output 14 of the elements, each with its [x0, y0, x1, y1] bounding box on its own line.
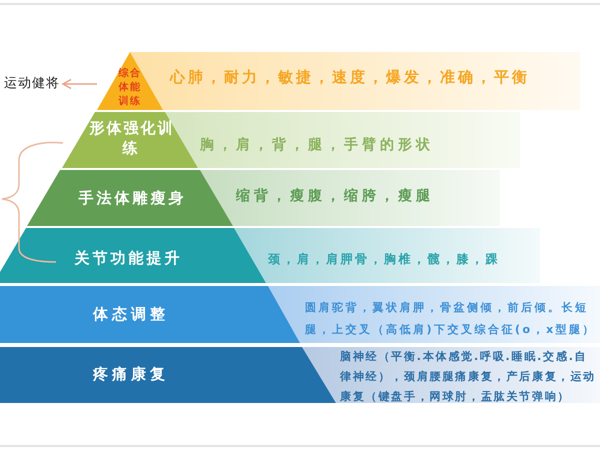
tier-description: 心肺，耐力，敏捷，速度，爆发，准确，平衡 [170, 68, 530, 87]
tier-description: 颈，肩，肩胛骨，胸椎，髋，膝，踝 [268, 251, 500, 267]
tier-title: 手法体雕瘦身 [78, 188, 188, 208]
tier-title: 形体强化训练 [88, 118, 176, 158]
tier-title: 关节功能提升 [73, 248, 184, 268]
tier-description: 缩背，瘦腹，缩胯，瘦腿 [236, 187, 434, 205]
side-label: 运动健将 [4, 75, 60, 93]
tier-description: 圆肩驼背，翼状肩胛，骨盆侧倾，前后倾。长短腿，上交叉（高低肩)下交叉综合征(o，x型腿） [305, 300, 598, 338]
tier-title: 疼痛康复 [92, 364, 170, 384]
arrow [62, 78, 97, 90]
tier-title: 综合体能训练 [117, 67, 142, 109]
tier-description: 脑神经（平衡.本体感觉.呼吸.睡眠.交感.自律神经），颈肩腰腿痛康复，产后康复，运动康复（键盘手，网球肘，盂肱关节弹响） [340, 349, 597, 405]
tier-title: 体态调整 [92, 304, 170, 324]
tier-description: 胸，肩，背，腿，手臂的形状 [200, 136, 434, 154]
